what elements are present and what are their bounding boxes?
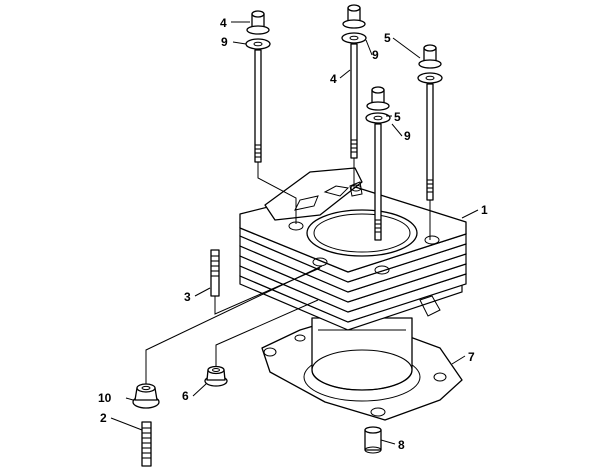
callout-4-upper: 4 — [220, 16, 227, 30]
callout-labels: 1 2 3 4 4 5 5 6 7 8 9 9 9 10 — [98, 16, 488, 452]
stud-bolt-right — [417, 44, 443, 201]
stud-bolt-front — [365, 86, 391, 241]
callout-6: 6 — [182, 389, 189, 403]
callout-9-left: 9 — [221, 35, 228, 49]
callout-9-center: 9 — [404, 129, 411, 143]
dowel-pin-8 — [364, 426, 382, 454]
flange-nut-10 — [132, 383, 160, 409]
callout-8: 8 — [398, 438, 405, 452]
head-bolt-left — [245, 10, 271, 163]
assembly-lines — [145, 158, 431, 384]
callout-2: 2 — [100, 411, 107, 425]
callout-9-right: 9 — [372, 48, 379, 62]
cylinder-skirt — [311, 317, 413, 391]
stud-2 — [141, 421, 152, 467]
head-bolt-center — [341, 4, 367, 159]
callout-1: 1 — [481, 203, 488, 217]
stud-3 — [210, 249, 220, 297]
callout-5-center: 5 — [394, 110, 401, 124]
callout-10: 10 — [98, 391, 112, 405]
nut-6 — [204, 365, 228, 387]
callout-3: 3 — [184, 290, 191, 304]
callout-leaders — [110, 21, 479, 445]
callout-4-center: 4 — [330, 72, 337, 86]
callout-5-upper: 5 — [384, 31, 391, 45]
callout-7: 7 — [468, 350, 475, 364]
